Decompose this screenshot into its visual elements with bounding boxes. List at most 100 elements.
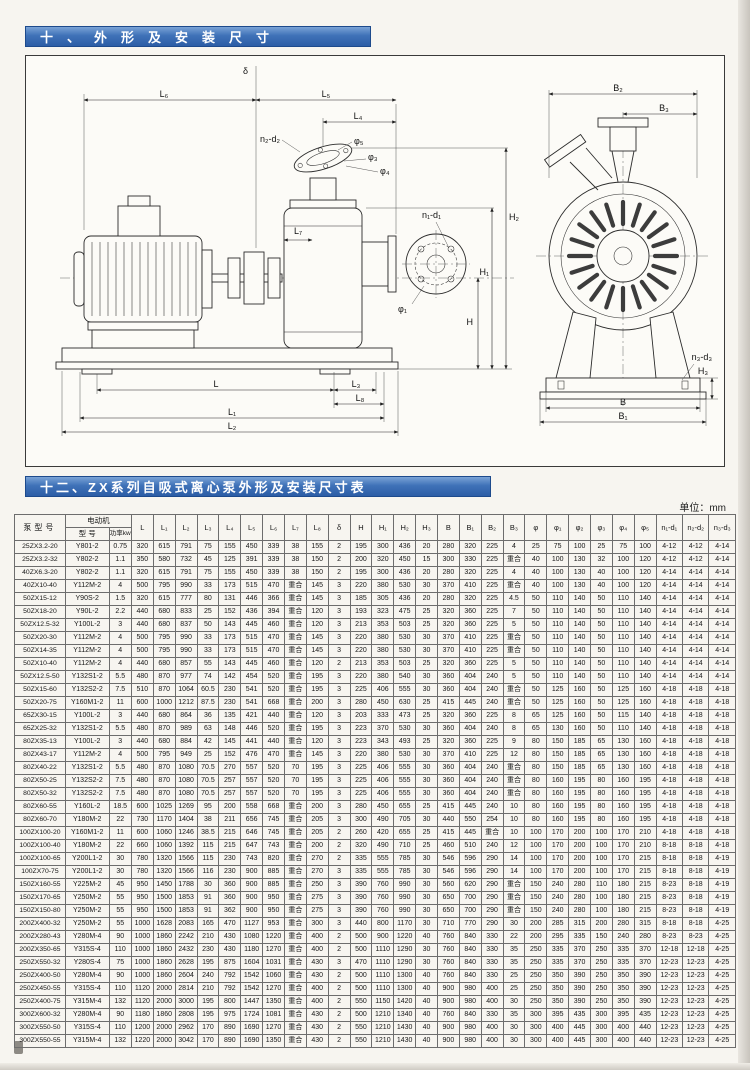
- table-cell: 415: [436, 826, 460, 840]
- table-cell: 4-18: [681, 813, 710, 827]
- table-cell: 223: [349, 722, 373, 736]
- table-cell: 470: [349, 956, 373, 970]
- dim-label-phi3: φ₃: [368, 152, 378, 162]
- table-cell: 360: [436, 774, 460, 788]
- table-cell: 440: [633, 1034, 657, 1048]
- table-cell: 4-18: [655, 774, 683, 788]
- table-cell: 110: [108, 982, 132, 996]
- table-cell: 1000: [130, 917, 154, 931]
- table-cell: 225: [349, 683, 373, 697]
- table-cell: 211: [218, 813, 242, 827]
- table-cell: 370: [436, 579, 460, 593]
- table-cell: 1290: [393, 943, 417, 957]
- table-cell: 20: [415, 540, 438, 554]
- table-cell: 445: [568, 1034, 591, 1048]
- table-cell: 3: [327, 800, 351, 814]
- dim-header: φ: [524, 514, 548, 541]
- table-cell: 50: [589, 696, 613, 710]
- table-cell: 406: [371, 683, 395, 697]
- dim-label-B3: B₃: [659, 103, 669, 113]
- table-cell: 394: [262, 605, 285, 619]
- table-cell: 445: [458, 696, 482, 710]
- dim-header: L₆: [262, 514, 285, 541]
- table-cell: 140: [568, 592, 591, 606]
- table-cell: 840: [458, 956, 482, 970]
- table-cell: 重合: [283, 670, 307, 684]
- table-cell: 30: [415, 956, 438, 970]
- pump-model-cell: 100ZX70-75: [14, 865, 66, 879]
- table-cell: 4-18: [708, 722, 736, 736]
- table-cell: 4-18: [708, 813, 736, 827]
- table-cell: Y315S-4: [64, 1021, 110, 1035]
- table-cell: 100: [524, 852, 548, 866]
- table-cell: 870: [152, 722, 176, 736]
- table-cell: 193: [349, 605, 373, 619]
- table-cell: 4-14: [708, 540, 736, 554]
- table-cell: 380: [371, 644, 395, 658]
- table-cell: 4: [108, 644, 132, 658]
- table-cell: 440: [633, 1021, 657, 1035]
- table-cell: 65: [589, 748, 613, 762]
- table-cell: 4-18: [681, 683, 710, 697]
- table-cell: 75: [546, 540, 570, 554]
- table-cell: 3: [327, 787, 351, 801]
- pump-model-cell: 80ZX60-70: [14, 813, 66, 827]
- table-cell: 555: [371, 865, 395, 879]
- table-cell: 360: [458, 735, 482, 749]
- table-cell: 145: [218, 735, 242, 749]
- table-cell: 240: [480, 800, 504, 814]
- table-cell: 4-14: [655, 605, 683, 619]
- table-cell: 30: [415, 579, 438, 593]
- table-cell: 980: [458, 1021, 482, 1035]
- table-cell: 668: [262, 800, 285, 814]
- table-cell: 360: [436, 787, 460, 801]
- table-cell: Y225M-2: [64, 878, 110, 892]
- table-cell: 4-18: [655, 761, 683, 775]
- table-cell: Y315M-4: [64, 1034, 110, 1048]
- table-cell: 530: [393, 722, 417, 736]
- table-cell: 4-18: [655, 748, 683, 762]
- table-cell: 315: [568, 917, 591, 931]
- table-cell: 160: [568, 696, 591, 710]
- table-cell: 125: [546, 709, 570, 723]
- table-cell: 200: [305, 839, 329, 853]
- table-cell: 460: [262, 657, 285, 671]
- table-cell: 25: [415, 709, 438, 723]
- table-cell: 4: [108, 748, 132, 762]
- table-cell: 710: [393, 839, 417, 853]
- dim-header: H₃: [415, 514, 438, 541]
- table-cell: 335: [611, 956, 635, 970]
- table-cell: 4-14: [681, 566, 710, 580]
- table-cell: 215: [633, 891, 657, 905]
- table-cell: 335: [349, 865, 373, 879]
- table-cell: 50: [524, 618, 548, 632]
- table-cell: 225: [349, 787, 373, 801]
- table-cell: 1180: [130, 1008, 154, 1022]
- table-cell: 30: [415, 891, 438, 905]
- table-cell: 900: [240, 865, 264, 879]
- table-cell: 12-18: [681, 943, 710, 957]
- table-cell: 223: [349, 735, 373, 749]
- table-cell: 795: [152, 748, 176, 762]
- table-cell: 185: [568, 761, 591, 775]
- table-cell: 30: [415, 644, 438, 658]
- table-cell: 50: [524, 670, 548, 684]
- table-cell: 210: [196, 930, 220, 944]
- table-cell: 125: [611, 696, 635, 710]
- table-cell: 12-23: [681, 1034, 710, 1048]
- table-cell: 1430: [393, 1021, 417, 1035]
- table-cell: 185: [568, 735, 591, 749]
- dim-header: φ₄: [611, 514, 635, 541]
- pump-model-cell: 150ZX170-65: [14, 891, 66, 905]
- table-cell: 350: [611, 982, 635, 996]
- table-cell: 12-23: [655, 1021, 683, 1035]
- table-cell: 339: [262, 540, 285, 554]
- table-cell: 重合: [502, 696, 526, 710]
- dim-label-B: B: [620, 397, 626, 407]
- table-cell: 2: [327, 930, 351, 944]
- table-cell: 480: [130, 787, 154, 801]
- table-cell: 990: [393, 891, 417, 905]
- table-cell: 400: [480, 1021, 504, 1035]
- table-cell: 990: [174, 644, 198, 658]
